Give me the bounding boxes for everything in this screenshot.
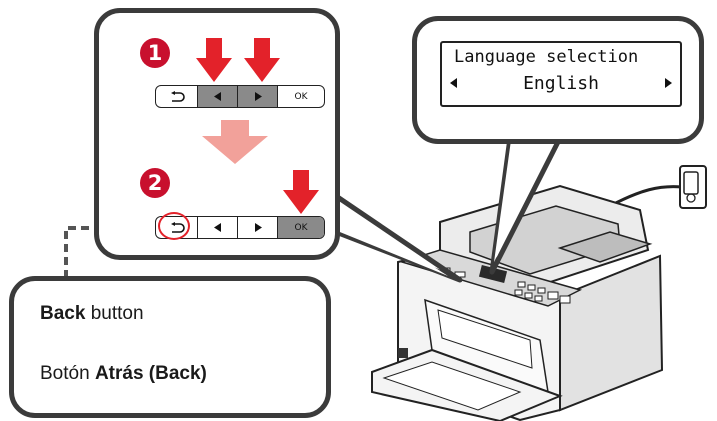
callout-line-spanish: Botón Atrás (Back) xyxy=(40,363,207,385)
back-button-callout: Back button Botón Atrás (Back) xyxy=(9,276,331,418)
lcd-screen: Language selection English xyxy=(440,41,682,107)
right-triangle-icon xyxy=(254,92,262,101)
step-1-button-row: OK xyxy=(155,85,325,108)
pink-down-arrow-icon xyxy=(202,120,268,164)
lcd-value: English xyxy=(523,73,599,94)
callout-line-english: Back button xyxy=(40,303,144,325)
left-triangle-icon xyxy=(450,78,457,88)
right-button[interactable] xyxy=(238,86,278,107)
step-1-badge: 1 xyxy=(140,38,170,68)
power-cord xyxy=(609,185,683,208)
left-button[interactable] xyxy=(198,217,238,238)
back-button-highlight-circle xyxy=(158,212,190,240)
callout-spanish-prefix: Botón xyxy=(40,363,95,384)
lcd-title: Language selection xyxy=(454,47,639,67)
lcd-callout: Language selection English xyxy=(412,16,704,144)
ok-button[interactable]: OK xyxy=(294,91,308,102)
right-triangle-icon xyxy=(665,78,672,88)
left-triangle-icon xyxy=(213,223,221,232)
left-triangle-icon xyxy=(213,92,221,101)
power-plug-icon xyxy=(679,165,707,209)
step-2-badge: 2 xyxy=(140,168,170,198)
red-down-arrow-icon xyxy=(283,170,319,214)
right-button[interactable] xyxy=(238,217,278,238)
right-triangle-icon xyxy=(254,223,262,232)
lcd-value-row: English xyxy=(442,73,680,97)
callout-english-bold: Back xyxy=(40,303,86,324)
back-button[interactable] xyxy=(156,86,198,107)
left-button[interactable] xyxy=(198,86,238,107)
callout-spanish-bold: Atrás (Back) xyxy=(94,363,207,384)
step-2-button-row: OK xyxy=(155,216,325,239)
red-down-arrow-icon xyxy=(196,38,232,82)
callout-english-rest: button xyxy=(85,303,144,324)
back-arrow-icon xyxy=(170,90,185,102)
ok-button[interactable]: OK xyxy=(278,217,324,238)
red-down-arrow-icon xyxy=(244,38,280,82)
